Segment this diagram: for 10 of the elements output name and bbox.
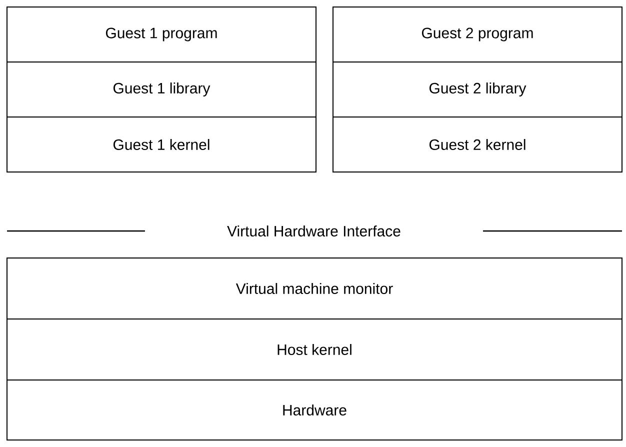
layer-box: Guest 2 library (332, 62, 622, 118)
layer-box: Guest 2 kernel (332, 116, 622, 172)
layer-box: Host kernel (6, 318, 622, 380)
layer-box: Hardware (6, 380, 622, 440)
layer-box: Guest 2 program (332, 6, 622, 62)
interface-label: Virtual Hardware Interface (227, 226, 400, 236)
layer-box: Virtual machine monitor (6, 258, 622, 320)
layer-box: Guest 1 kernel (6, 116, 316, 172)
layer-box: Guest 1 program (6, 6, 316, 62)
layer-box: Guest 1 library (6, 62, 316, 118)
